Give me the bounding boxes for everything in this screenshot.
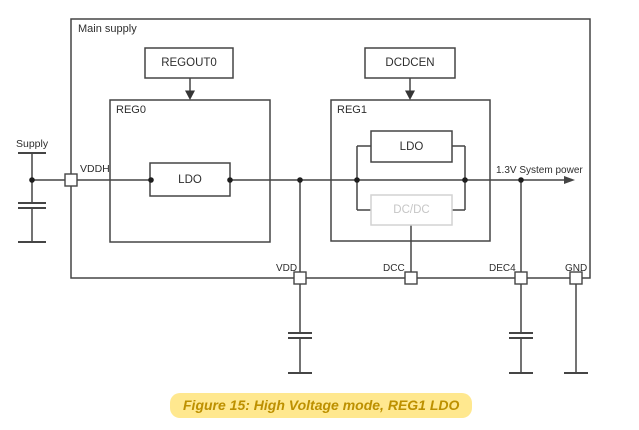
dcdcen-arrow-icon — [405, 90, 415, 100]
reg1-out-junction-dot — [462, 177, 468, 183]
reg0-ldo-label: LDO — [178, 173, 202, 186]
dec4-junction-dot — [518, 177, 524, 183]
reg1-dcdc-label: DC/DC — [393, 204, 430, 216]
regout0-label: REGOUT0 — [161, 57, 217, 69]
vddh-pin-icon — [64, 173, 78, 187]
supply-capacitor-icon — [18, 202, 46, 209]
reg1-label: REG1 — [337, 104, 367, 116]
main-supply-label: Main supply — [78, 23, 137, 35]
junction-dots — [29, 177, 524, 183]
ldo0-out-junction-dot — [227, 177, 233, 183]
dec4-net-label: DEC4 — [489, 263, 516, 274]
reg1-box — [330, 99, 491, 242]
vddh-net-label: VDDH — [80, 163, 110, 175]
gnd-pin-icon — [569, 271, 583, 285]
dcdcen-label: DCDCEN — [385, 57, 435, 69]
vdd-capacitor-icon — [288, 332, 312, 339]
system-power-label: 1.3V System power — [496, 165, 583, 176]
reg1-ldo-block — [370, 130, 453, 163]
package-pins — [64, 173, 583, 285]
dcdcen-block — [364, 47, 456, 79]
system-power-arrow-icon — [564, 176, 575, 184]
main-supply-box — [70, 18, 591, 279]
dcc-pin-icon — [404, 271, 418, 285]
supply-branch — [18, 152, 46, 243]
reg1-ldo-label: LDO — [399, 140, 424, 153]
gnd-branch — [564, 284, 588, 374]
vdd-net-label: VDD — [276, 263, 298, 274]
vdd-pin-icon — [293, 271, 307, 285]
reg1-dcdc-block-disabled — [370, 194, 453, 226]
dcc-net-label: DCC — [383, 263, 405, 274]
enable-arrows — [185, 78, 415, 100]
dec4-pin-icon — [514, 271, 528, 285]
figure-caption: Figure 15: High Voltage mode, REG1 LDO — [170, 393, 473, 418]
vdd-branch — [288, 180, 312, 374]
supply-net-label: Supply — [16, 138, 49, 150]
reg0-ldo-block — [149, 162, 231, 197]
reg0-label: REG0 — [116, 104, 146, 116]
ldo0-in-junction-dot — [148, 177, 154, 183]
reg1-in-junction-dot — [354, 177, 360, 183]
supply-junction-dot — [29, 177, 35, 183]
regout0-block — [144, 47, 234, 79]
vdd-junction-dot — [297, 177, 303, 183]
reg1-left-branch-wire — [356, 145, 371, 211]
gnd-net-label: GND — [565, 263, 588, 274]
regout0-arrow-icon — [185, 90, 195, 100]
dec4-capacitor-icon — [509, 332, 533, 339]
dec4-branch — [509, 180, 533, 374]
